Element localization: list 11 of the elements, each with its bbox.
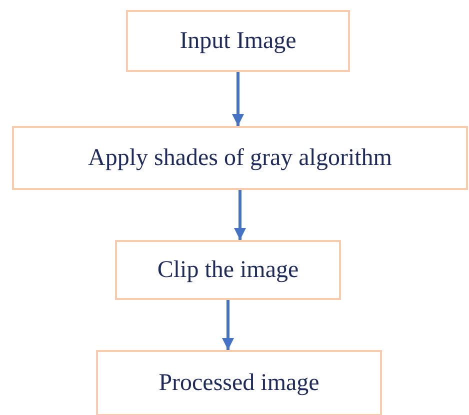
box-label: Clip the image xyxy=(157,256,299,284)
process-box xyxy=(12,126,468,190)
box-label: Apply shades of gray algorithm xyxy=(88,144,392,172)
arrow xyxy=(222,300,234,350)
box-label: Input Image xyxy=(180,28,296,54)
arrow xyxy=(232,72,244,126)
process-box xyxy=(96,350,382,415)
arrow xyxy=(234,190,246,240)
process-box xyxy=(115,240,341,300)
process-box xyxy=(126,10,350,72)
box-label: Processed image xyxy=(158,370,320,396)
